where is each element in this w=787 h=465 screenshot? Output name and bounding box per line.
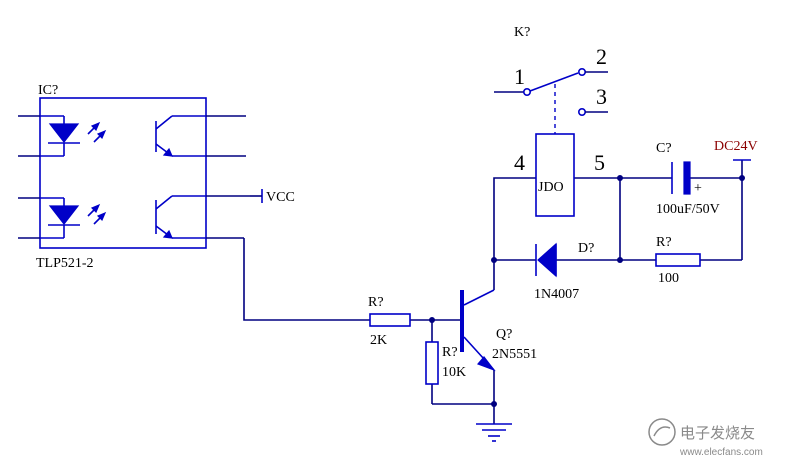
capacitor bbox=[671, 161, 691, 195]
capacitor-ref-label: C? bbox=[656, 141, 672, 156]
relay-pin-2: 2 bbox=[596, 44, 607, 69]
led-1 bbox=[40, 115, 107, 157]
phototransistor-1 bbox=[155, 115, 206, 157]
resistor-pulldown-ref-label: R? bbox=[442, 345, 458, 360]
relay-contact-3 bbox=[577, 108, 586, 117]
transistor-ref-label: Q? bbox=[496, 327, 512, 342]
relay-contact-2 bbox=[577, 68, 586, 77]
resistor-pulldown-value-label: 10K bbox=[442, 365, 466, 380]
ic-part-label: TLP521-2 bbox=[36, 256, 94, 271]
resistor-base-value-label: 2K bbox=[370, 333, 387, 348]
resistor-pulldown bbox=[425, 341, 439, 385]
transistor-part-label: 2N5551 bbox=[492, 347, 537, 362]
relay-pin-1: 1 bbox=[514, 64, 525, 89]
resistor-load-ref-label: R? bbox=[656, 235, 672, 250]
relay-contact-1 bbox=[522, 88, 531, 97]
relay-ref-label: K? bbox=[514, 25, 530, 40]
diode-ref-label: D? bbox=[578, 241, 594, 256]
ground-symbol bbox=[476, 423, 512, 442]
optocoupler-body bbox=[39, 97, 207, 249]
watermark-logo-icon bbox=[648, 418, 676, 446]
vcc-label: VCC bbox=[266, 190, 295, 205]
capacitor-value-label: 100uF/50V bbox=[656, 202, 720, 217]
watermark-url: www.elecfans.com bbox=[679, 447, 763, 458]
relay-pin-4: 4 bbox=[514, 150, 525, 175]
optocoupler-ic bbox=[18, 97, 263, 249]
resistor-load bbox=[655, 253, 701, 267]
ic-ref-label: IC? bbox=[38, 83, 58, 98]
relay-pin-5: 5 bbox=[594, 150, 605, 175]
watermark: 电子发烧友 www.elecfans.com bbox=[648, 418, 763, 458]
transistor-npn bbox=[460, 289, 496, 372]
relay-pin-3: 3 bbox=[596, 84, 607, 109]
relay-name-label: JDO bbox=[538, 180, 564, 195]
dc-supply-label: DC24V bbox=[714, 139, 758, 154]
diode-part-label: 1N4007 bbox=[534, 287, 579, 302]
relay-coil bbox=[535, 133, 575, 217]
wires bbox=[243, 160, 743, 424]
phototransistor-2 bbox=[155, 195, 206, 239]
resistor-load-value-label: 100 bbox=[658, 271, 679, 286]
junctions bbox=[429, 175, 745, 407]
relay-k bbox=[494, 68, 608, 217]
resistor-base bbox=[369, 313, 411, 327]
resistor-base-ref-label: R? bbox=[368, 295, 384, 310]
watermark-text: 电子发烧友 bbox=[680, 424, 755, 442]
relay-arm bbox=[529, 72, 579, 92]
capacitor-plus-sign: + bbox=[694, 181, 702, 196]
led-2 bbox=[40, 197, 107, 239]
diode bbox=[535, 242, 557, 278]
